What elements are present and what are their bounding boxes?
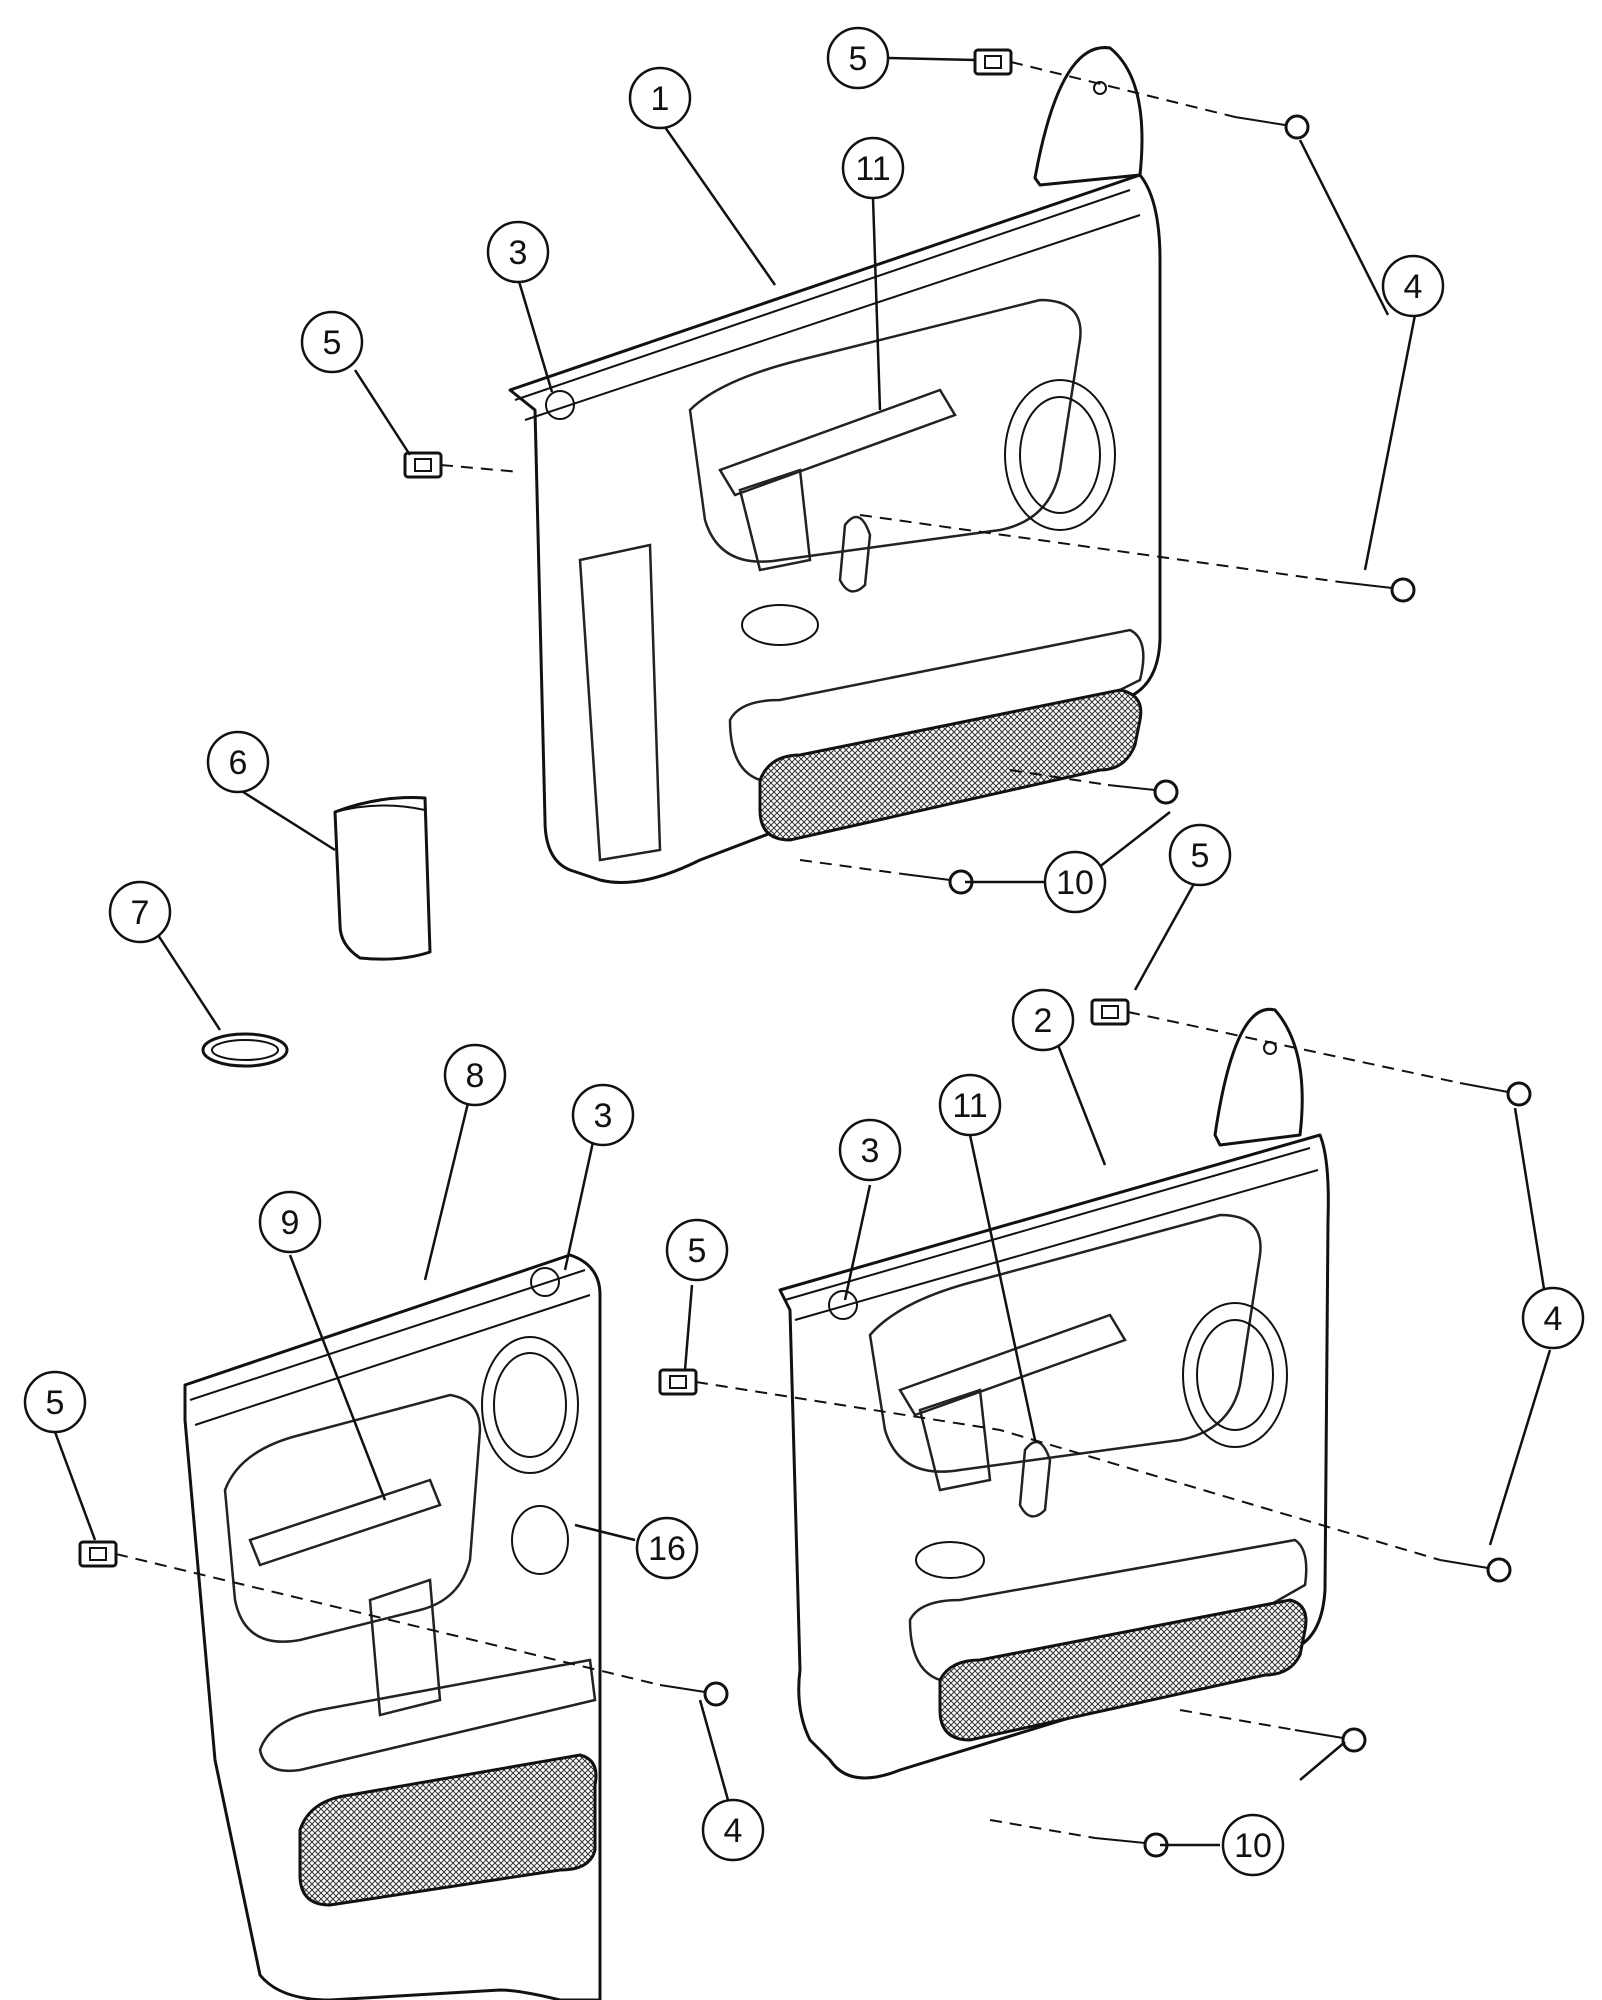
svg-text:5: 5 <box>1191 837 1210 875</box>
svg-text:5: 5 <box>688 1232 707 1270</box>
svg-text:11: 11 <box>855 150 890 188</box>
callout-5-mid-right: 5 <box>1168 823 1232 887</box>
clip-part-5-mid-right <box>1090 998 1130 1026</box>
screw-part-10-panel1-b <box>902 869 974 895</box>
callout-2: 2 <box>1011 988 1075 1052</box>
svg-text:8: 8 <box>466 1057 485 1095</box>
callout-3-mid: 3 <box>838 1118 902 1182</box>
screw-part-4-top <box>1234 114 1310 140</box>
svg-text:10: 10 <box>1234 1827 1272 1865</box>
svg-text:5: 5 <box>849 40 868 78</box>
front-door-trim-panel-1 <box>508 46 1162 884</box>
front-door-trim-panel-2 <box>778 1007 1330 1780</box>
svg-text:9: 9 <box>281 1204 300 1242</box>
svg-text:6: 6 <box>229 744 248 782</box>
callout-4-top: 4 <box>1381 254 1445 318</box>
svg-text:4: 4 <box>1544 1300 1563 1338</box>
callout-3-top: 3 <box>486 220 550 284</box>
svg-text:1: 1 <box>651 80 670 118</box>
callout-4-right: 4 <box>1521 1286 1585 1350</box>
svg-text:2: 2 <box>1034 1002 1053 1040</box>
rear-door-trim-panel-8 <box>183 1253 602 2000</box>
callout-9: 9 <box>258 1190 322 1254</box>
screw-part-10-panel2-b <box>1094 1832 1169 1858</box>
callout-5-bottom-left: 5 <box>23 1370 87 1434</box>
callout-5-left: 5 <box>300 310 364 374</box>
screw-part-10-panel2-a <box>1294 1727 1367 1753</box>
svg-text:3: 3 <box>509 234 528 272</box>
callout-10-bottom: 10 <box>1221 1813 1285 1877</box>
callout-8: 8 <box>443 1043 507 1107</box>
callout-7: 7 <box>108 880 172 944</box>
callout-11-bottom: 11 <box>938 1073 1002 1137</box>
callout-10-top: 10 <box>1043 850 1107 914</box>
callout-11-top: 11 <box>841 136 905 200</box>
svg-text:4: 4 <box>1404 268 1423 306</box>
svg-text:7: 7 <box>131 894 150 932</box>
clip-part-5-bottom-left <box>78 1540 118 1568</box>
screw-part-10-panel1-a <box>1107 779 1179 805</box>
svg-text:3: 3 <box>861 1132 880 1170</box>
svg-text:4: 4 <box>724 1812 743 1850</box>
callout-5-center: 5 <box>665 1218 729 1282</box>
callout-4-bottom: 4 <box>701 1798 765 1862</box>
trim-cover-part-6 <box>333 796 432 961</box>
callout-6: 6 <box>206 730 270 794</box>
svg-text:11: 11 <box>952 1087 987 1125</box>
callout-3-left-panel: 3 <box>571 1083 635 1147</box>
callout-16: 16 <box>635 1516 699 1580</box>
callout-5-top: 5 <box>826 26 890 90</box>
svg-text:5: 5 <box>323 324 342 362</box>
screw-part-4-panel1 <box>1339 577 1416 603</box>
ring-part-7 <box>201 1032 289 1068</box>
svg-text:3: 3 <box>594 1097 613 1135</box>
callout-1: 1 <box>628 66 692 130</box>
clip-part-5-top <box>973 48 1013 76</box>
screw-part-4-panel2 <box>1439 1557 1512 1583</box>
screw-part-4-panel8 <box>659 1681 729 1707</box>
screw-part-4-mid-right <box>1459 1081 1532 1107</box>
svg-text:16: 16 <box>648 1530 686 1568</box>
svg-text:10: 10 <box>1056 864 1094 902</box>
clip-part-5-left <box>403 451 443 479</box>
svg-text:5: 5 <box>46 1384 65 1422</box>
clip-part-5-center <box>658 1368 698 1396</box>
